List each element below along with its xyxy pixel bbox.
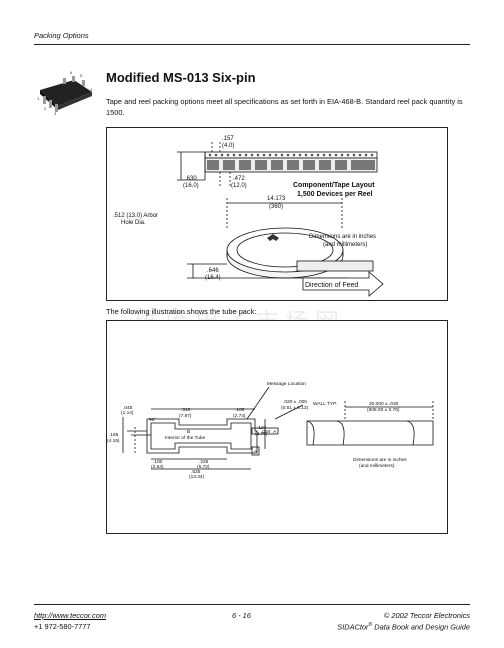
svg-text:(and millimeters): (and millimeters) [359, 463, 395, 469]
footer-book-title: SIDACtor® Data Book and Design Guide [337, 622, 470, 631]
svg-text:.646: .646 [207, 268, 219, 274]
svg-text:(2.79): (2.79) [255, 431, 268, 437]
svg-text:1,500 Devices per Reel: 1,500 Devices per Reel [297, 191, 373, 198]
pin-label: 4 [90, 87, 93, 92]
pin-label: 2 [44, 106, 47, 111]
svg-text:WALL TYP.: WALL TYP. [313, 401, 337, 407]
svg-text:(360): (360) [269, 204, 283, 210]
svg-text:(1.14): (1.14) [121, 410, 134, 416]
svg-text:.630: .630 [185, 176, 197, 182]
svg-text:.020 ± .005: .020 ± .005 [283, 399, 307, 405]
svg-text:Dimensions are in inches: Dimensions are in inches [353, 457, 407, 463]
svg-text:A: A [254, 449, 258, 455]
svg-text:(2.74): (2.74) [233, 413, 246, 419]
svg-text:.165: .165 [109, 432, 119, 438]
svg-text:.157: .157 [222, 136, 234, 142]
pin-label: 1 [37, 96, 40, 101]
pin-label: 6 [70, 70, 73, 75]
reel-hub-mark [267, 234, 279, 241]
svg-text:(508.00 ± 0.76): (508.00 ± 0.76) [367, 407, 400, 413]
tube-diagram: Message Location .020 ± .005 (0.51 ± 0.1… [107, 381, 434, 480]
svg-text:.004: .004 [261, 429, 271, 435]
svg-text:.100: .100 [153, 459, 163, 465]
svg-text:Hole Dia.: Hole Dia. [121, 220, 146, 226]
tube-caption: The following illustration shows the tub… [106, 307, 257, 316]
page-title: Modified MS-013 Six-pin [106, 70, 256, 85]
svg-text:Message Location: Message Location [267, 381, 306, 387]
svg-text:.310: .310 [181, 407, 191, 413]
svg-text:20.000 ± .030: 20.000 ± .030 [369, 401, 399, 407]
svg-text:Dimensions are in inches: Dimensions are in inches [309, 234, 376, 240]
tube-diagram-box: Message Location .020 ± .005 (0.51 ± 0.1… [106, 320, 448, 534]
reel-diagram-box: .157 (4.0) .630 (16.0) .472 (12.0) Compo… [106, 127, 448, 301]
svg-text:.110: .110 [257, 425, 266, 431]
svg-text:.225: .225 [199, 459, 209, 465]
tape-pocket-row [207, 160, 375, 170]
pin-label: 5 [80, 73, 83, 78]
footer-copyright: © 2002 Teccor Electronics [383, 611, 470, 620]
registered-mark: ® [368, 622, 373, 628]
tape-sprocket-row [208, 153, 374, 157]
svg-text:(4.19): (4.19) [107, 438, 120, 444]
svg-text:(2.54): (2.54) [151, 464, 164, 470]
book-name: SIDACtor [337, 622, 369, 632]
reel-diagram: .157 (4.0) .630 (16.0) .472 (12.0) Compo… [113, 136, 384, 297]
intro-paragraph: Tape and reel packing options meet all s… [106, 97, 463, 117]
footer-rule [34, 604, 470, 605]
svg-text:.512 (13.0) Arbor: .512 (13.0) Arbor [113, 213, 158, 219]
svg-text:Direction of Feed: Direction of Feed [305, 282, 358, 289]
svg-text:(16.4): (16.4) [205, 275, 221, 281]
footer-phone: +1 972-580-7777 [34, 622, 91, 631]
svg-text:90°: 90° [149, 417, 156, 423]
svg-text:.472: .472 [233, 176, 245, 182]
svg-text:(13.34): (13.34) [189, 474, 205, 480]
svg-text:Component/Tape Layout: Component/Tape Layout [293, 182, 375, 189]
svg-text:(4.0): (4.0) [222, 143, 234, 149]
svg-text:A: A [273, 429, 277, 435]
svg-text:.108: .108 [235, 407, 245, 413]
svg-text:.045: .045 [123, 405, 133, 411]
svg-text:(5.72): (5.72) [197, 464, 210, 470]
svg-text:(7.87): (7.87) [179, 413, 192, 419]
footer-url-link[interactable]: http://www.teccor.com [34, 611, 107, 620]
svg-text:Interior of the Tube: Interior of the Tube [165, 435, 206, 441]
svg-text:.525: .525 [191, 469, 201, 475]
svg-text:14.173: 14.173 [267, 196, 286, 202]
svg-text:(and millimeters): (and millimeters) [323, 242, 367, 248]
book-title-rest: Data Book and Design Guide [372, 622, 470, 632]
running-header: Packing Options [34, 31, 89, 40]
chip-package-image: 1 2 3 4 5 6 [37, 70, 93, 116]
pin-label: 3 [54, 111, 57, 116]
svg-text:(12.0): (12.0) [231, 183, 247, 189]
svg-text:(0.51 ± 0.13): (0.51 ± 0.13) [281, 405, 309, 411]
svg-text:(16.0): (16.0) [183, 183, 199, 189]
header-rule [34, 44, 470, 45]
page-number: 6 - 16 [232, 611, 251, 620]
svg-text:B: B [187, 429, 190, 435]
